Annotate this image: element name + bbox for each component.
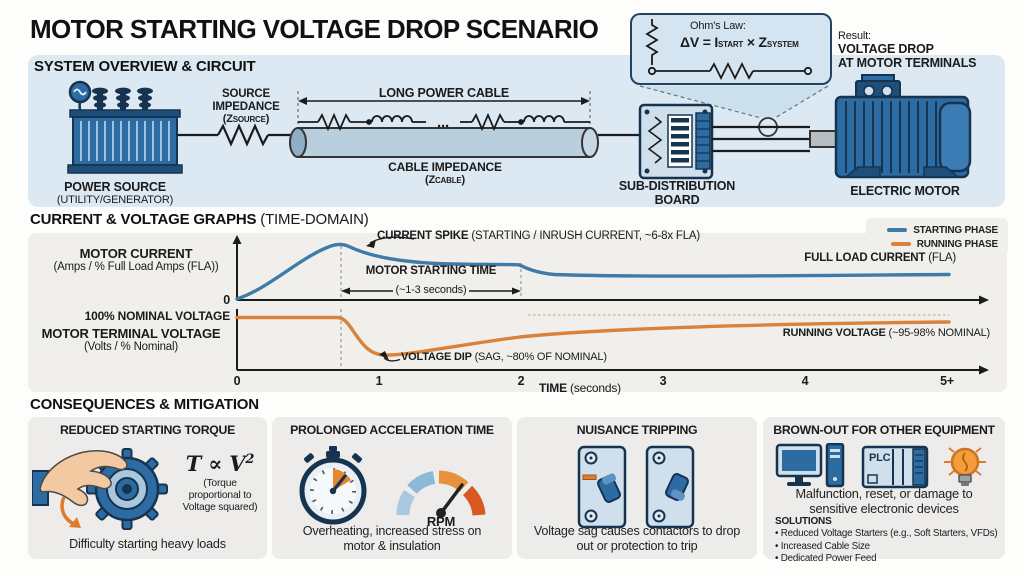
svg-text:1: 1 [376,374,383,388]
svg-text:3: 3 [660,374,667,388]
time-axis-ticks: 0 1 2 3 4 5+ [234,374,955,388]
voltage-dip-annotation: VOLTAGE DIP (SAG, ~80% OF NOMINAL) [401,351,607,363]
torque-formula: T ∝ V2 (Torque proportional to Voltage s… [182,451,258,513]
current-spike-annotation: CURRENT SPIKE (STARTING / INRUSH CURRENT… [377,230,701,242]
card-brown-out: BROWN-OUT FOR OTHER EQUIPMENT PLC [763,417,1005,564]
page-title: MOTOR STARTING VOLTAGE DROP SCENARIO [30,14,599,44]
graph-legend: STARTING PHASE RUNNING PHASE [866,218,1008,256]
solutions-header: SOLUTIONS [775,516,832,527]
graphs-panel [28,233,1007,392]
ohms-law-title: Ohm's Law: [690,20,746,32]
svg-text:5+: 5+ [940,374,954,388]
motor-icon [809,74,972,179]
card-nuisance-tripping: NUISANCE TRIPPING Voltage sag causes con… [517,417,757,559]
cable-extent-markers [297,91,591,127]
time-domain-plot: 0 0 1 2 3 4 5+ [223,235,989,388]
source-impedance-label: SOURCE IMPEDANCE (ZSOURCE) [212,88,280,126]
transformer-icon [67,80,183,174]
legend-row-running: RUNNING PHASE [866,237,1008,251]
hand-gear-icon [32,448,168,530]
card-caption: Overheating, increased stress on motor &… [302,524,482,553]
solution-item: Reduced Voltage Starters (e.g., Soft Sta… [775,528,999,541]
starting-time-annotation: MOTOR STARTING TIME [365,265,497,277]
card-caption: Malfunction, reset, or damage to sensiti… [795,486,973,516]
svg-text:0: 0 [234,374,241,388]
current-curve [235,242,951,301]
svg-text:4: 4 [802,374,809,388]
plc-icon: PLC [861,445,929,489]
time-axis-label: TIME (seconds) [539,381,621,395]
rl-ellipsis: ... [437,114,449,131]
ohms-law-mini-circuit-icon [645,19,813,81]
long-power-cable-label: LONG POWER CABLE [378,86,510,100]
svg-text:2: 2 [518,374,525,388]
starting-time-range: (~1-3 seconds) [343,284,519,296]
nominal-100-label: 100% NOMINAL VOLTAGE [84,309,231,323]
source-impedance-resistor-icon [177,123,298,147]
power-source-label: POWER SOURCE (UTILITY/GENERATOR) [56,180,174,206]
result-label: Result: VOLTAGE DROP AT MOTOR TERMINALS [838,30,977,71]
stopwatch-icon [299,446,367,525]
cable-impedance-label: CABLE IMPEDANCE (ZCABLE) [388,160,502,186]
graphs-section-header: CURRENT & VOLTAGE GRAPHS (TIME-DOMAIN) [30,211,369,228]
full-load-current-annotation: FULL LOAD CURRENT (FLA) [804,252,956,264]
card-title: PROLONGED ACCELERATION TIME [290,423,494,437]
lightbulb-icon [944,447,986,486]
legend-row-starting: STARTING PHASE [866,223,1008,237]
system-section-header: SYSTEM OVERVIEW & CIRCUIT [34,58,256,75]
running-phase-swatch [890,242,911,246]
ohms-law-callout: Ohm's Law: ΔV = ISTART × ZSYSTEM [630,13,832,85]
motor-current-axis-label: MOTOR CURRENT (Amps / % Full Load Amps (… [53,246,219,273]
solution-item: Increased Cable Size [775,541,999,554]
card-title: BROWN-OUT FOR OTHER EQUIPMENT [773,423,995,437]
current-axis-zero: 0 [223,293,230,307]
cable-icon [289,127,640,158]
hand-icon [39,450,128,507]
card-reduced-starting-torque: REDUCED STARTING TORQUE [28,417,267,559]
rpm-gauge-icon: RPM [396,470,486,527]
consequences-section-header: CONSEQUENCES & MITIGATION [30,396,259,413]
voltage-curve [235,315,951,357]
equipment-icons: PLC [775,443,986,489]
card-caption: Difficulty starting heavy loads [69,536,226,551]
rl-network-icon [298,112,590,132]
card-title: NUISANCE TRIPPING [576,423,698,437]
card-title: REDUCED STARTING TORQUE [59,423,236,437]
breaker-on-icon [577,445,627,529]
motor-label: ELECTRIC MOTOR [850,184,960,198]
plc-label: PLC [869,452,891,464]
breaker-tripped-icon [645,445,695,529]
card-prolonged-acceleration: PROLONGED ACCELERATION TIME RPM Overheat… [272,417,512,559]
distribution-board-icon [638,103,714,180]
rpm-label: RPM [427,514,455,527]
ohms-law-formula: ΔV = ISTART × ZSYSTEM [680,34,799,50]
solution-item: Dedicated Power Feed [775,553,999,566]
circuit-breaker-icons [577,445,695,529]
phase-wires [712,125,810,153]
computer-icon [775,443,845,488]
starting-phase-swatch [887,228,908,232]
circuit-diagram: ... [67,74,972,180]
running-voltage-annotation: RUNNING VOLTAGE (~95-98% NOMINAL) [782,327,990,339]
terminal-voltage-axis-label: MOTOR TERMINAL VOLTAGE (Volts / % Nomina… [41,326,221,353]
solutions-block: SOLUTIONS Reduced Voltage Starters (e.g.… [775,516,999,566]
solutions-list: Reduced Voltage Starters (e.g., Soft Sta… [775,528,999,566]
board-label: SUB-DISTRIBUTION BOARD [618,179,736,207]
card-caption: Voltage sag causes contactors to drop ou… [533,524,741,553]
